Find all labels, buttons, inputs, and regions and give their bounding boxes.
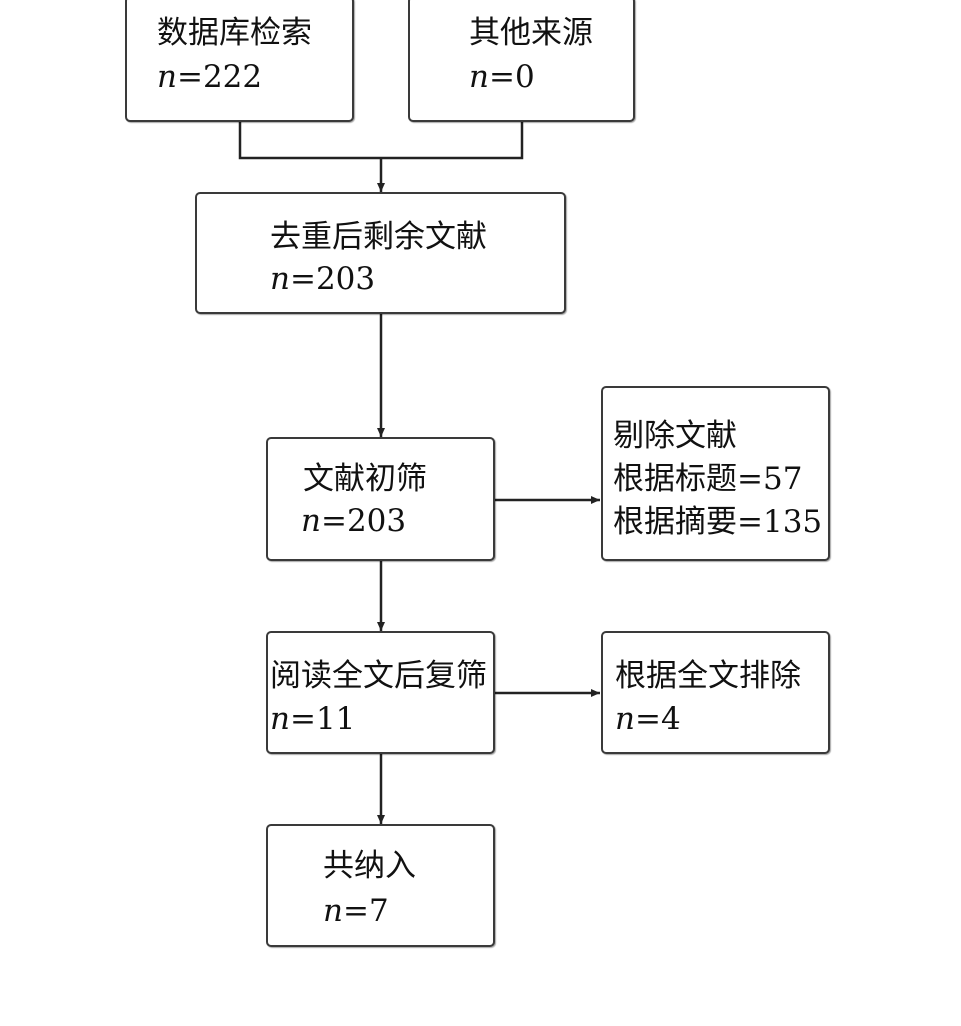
initial-screening-box: 文献初筛 n=203 — [266, 437, 495, 561]
n-symbol: n — [270, 261, 290, 297]
count-value: =7 — [342, 893, 389, 929]
initial-screening-count: n=203 — [301, 500, 406, 542]
other-sources-title: 其他来源 — [469, 15, 593, 51]
database-search-box: 数据库检索 n=222 — [125, 0, 354, 122]
included-count: n=7 — [323, 890, 389, 932]
included-title: 共纳入 — [323, 848, 416, 884]
n-symbol: n — [323, 893, 343, 929]
excluded-by-abstract: 根据摘要=135 — [613, 504, 823, 540]
fulltext-excluded-box: 根据全文排除 n=4 — [601, 631, 830, 754]
n-symbol: n — [270, 701, 290, 737]
excluded-records-box: 剔除文献 根据标题=57 根据摘要=135 — [601, 386, 830, 561]
other-sources-box: 其他来源 n=0 — [408, 0, 635, 122]
other-sources-count: n=0 — [469, 56, 535, 98]
n-symbol: n — [615, 701, 635, 737]
count-value: =0 — [488, 59, 535, 95]
n-symbol: n — [157, 59, 177, 95]
count-value: =203 — [320, 503, 407, 539]
count-value: =222 — [176, 59, 263, 95]
database-search-title: 数据库检索 — [157, 15, 312, 51]
database-search-count: n=222 — [157, 56, 262, 98]
fulltext-screening-title: 阅读全文后复筛 — [270, 658, 487, 694]
merge-connector — [238, 122, 524, 160]
initial-screening-title: 文献初筛 — [303, 461, 427, 497]
count-value: =11 — [289, 701, 356, 737]
excluded-by-title: 根据标题=57 — [613, 461, 803, 497]
fulltext-screening-count: n=11 — [270, 698, 355, 740]
fulltext-excluded-title: 根据全文排除 — [615, 658, 801, 694]
count-value: =203 — [289, 261, 376, 297]
deduplicated-title: 去重后剩余文献 — [270, 219, 487, 255]
fulltext-excluded-count: n=4 — [615, 698, 681, 740]
deduplicated-count: n=203 — [270, 258, 375, 300]
deduplicated-box: 去重后剩余文献 n=203 — [195, 192, 566, 314]
n-symbol: n — [301, 503, 321, 539]
n-symbol: n — [469, 59, 489, 95]
count-value: =4 — [634, 701, 681, 737]
included-box: 共纳入 n=7 — [266, 824, 495, 947]
excluded-records-title: 剔除文献 — [613, 418, 737, 454]
fulltext-screening-box: 阅读全文后复筛 n=11 — [266, 631, 495, 754]
